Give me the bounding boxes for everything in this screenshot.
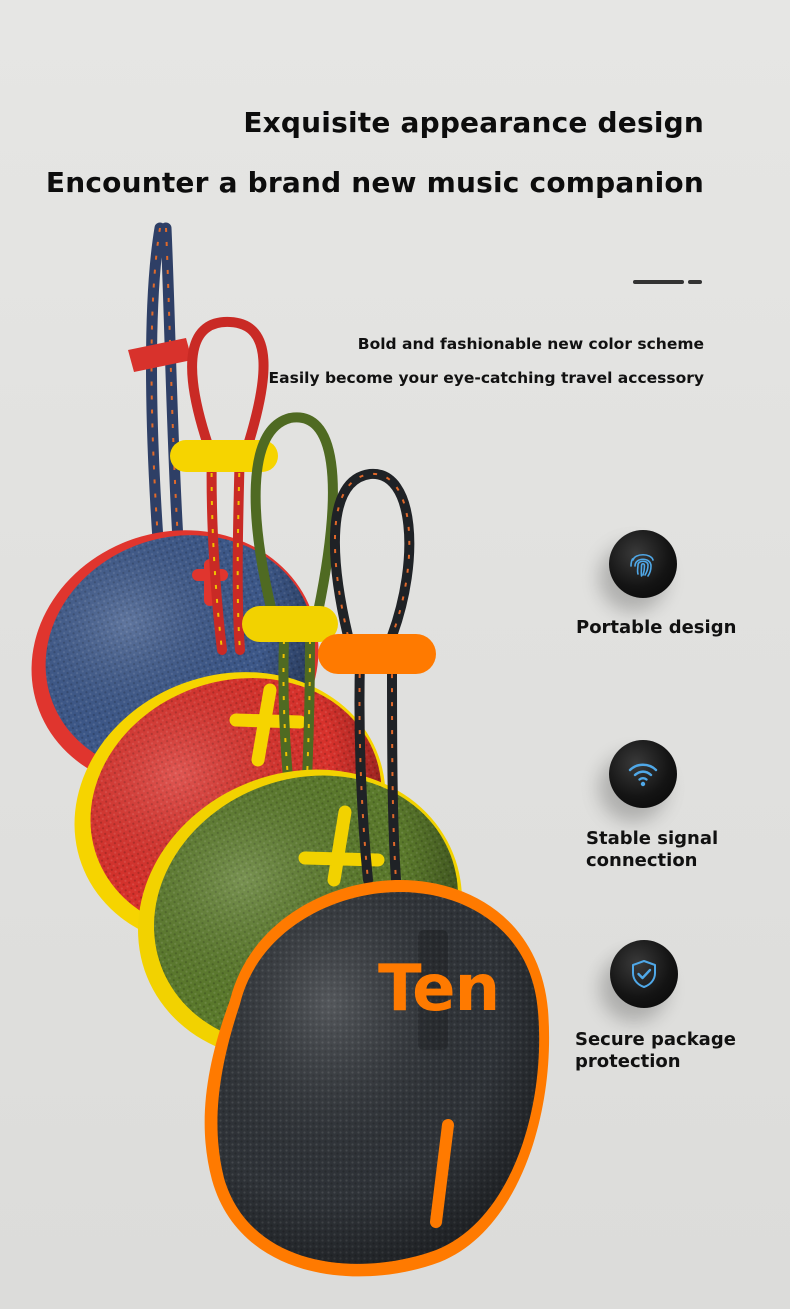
- strap-clip-yellow-2: [242, 606, 338, 642]
- subtext-line-2: Easily become your eye-catching travel a…: [268, 369, 704, 387]
- feature-label-portable: Portable design: [576, 617, 737, 638]
- strap-clip-yellow: [170, 440, 278, 472]
- fingerprint-icon: [630, 553, 654, 577]
- feature-icon-badge-1: [609, 530, 677, 598]
- decorative-dash-short: [688, 280, 702, 284]
- brand-text: Ten: [378, 952, 500, 1026]
- decorative-dash-long: [633, 280, 684, 284]
- feature-label-signal: Stable signal connection: [586, 828, 719, 871]
- subtext-line-1: Bold and fashionable new color scheme: [357, 335, 704, 353]
- shield-check-icon: [632, 960, 656, 988]
- strap-clip-orange: [318, 634, 436, 674]
- headline-line-2: Encounter a brand new music companion: [45, 166, 704, 199]
- wifi-icon: [628, 763, 658, 787]
- feature-label-protection: Secure package protection: [575, 1029, 736, 1072]
- strap-blue: [146, 222, 184, 546]
- speaker-orange-accent: [430, 1119, 454, 1228]
- headline-line-1: Exquisite appearance design: [243, 106, 704, 139]
- strap-clip-red: [128, 338, 192, 372]
- feature-icon-badge-2: [609, 740, 677, 808]
- speaker-black: [204, 468, 550, 1277]
- feature-icon-badge-3: [610, 940, 678, 1008]
